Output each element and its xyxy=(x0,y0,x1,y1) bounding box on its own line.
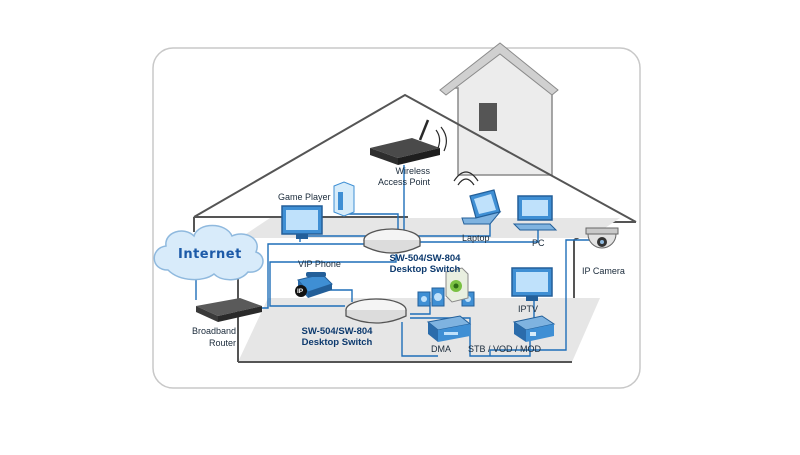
wireless-access-point-icon xyxy=(370,119,447,165)
laptop-icon xyxy=(453,171,502,225)
wireless-ap-label-line2: Access Point xyxy=(377,177,430,187)
pc-label: PC xyxy=(532,238,545,248)
game-player-icon xyxy=(333,181,355,217)
vip-phone-label: VIP Phone xyxy=(298,259,341,269)
ip-camera-icon xyxy=(585,227,619,249)
pc-icon xyxy=(512,195,558,231)
broadband-router-icon xyxy=(196,298,262,322)
ip-camera-label: IP Camera xyxy=(582,266,625,276)
broadband-router-label-line1: Broadband xyxy=(191,326,236,336)
internet-label: Internet xyxy=(178,247,242,262)
stb-device-icon xyxy=(512,315,556,342)
dma-label: DMA xyxy=(431,344,451,354)
iptv-icon xyxy=(511,267,553,301)
bottom-switch-icon xyxy=(345,298,407,324)
upper-floor xyxy=(240,218,620,238)
bottom-switch-label-line1: SW-504/SW-804 xyxy=(301,326,373,337)
iptv-label: IPTV xyxy=(518,304,539,314)
top-switch-icon xyxy=(363,228,421,254)
dma-device-icon xyxy=(426,315,472,342)
game-player-label: Game Player xyxy=(278,192,331,202)
phone-ip-badge: IP xyxy=(297,288,304,295)
media-player-icon xyxy=(445,267,469,303)
vip-phone-icon xyxy=(295,272,333,298)
top-switch-label-line2: Desktop Switch xyxy=(389,264,461,275)
game-tv-icon xyxy=(281,205,323,239)
laptop-label: Laptop xyxy=(462,233,490,243)
internet-cloud-icon xyxy=(153,224,264,281)
wireless-ap-label-line1: Wireless xyxy=(395,166,430,176)
lower-floor xyxy=(238,298,600,362)
bottom-switch-label-line2: Desktop Switch xyxy=(301,337,373,348)
broadband-router-label-line2: Router xyxy=(208,338,236,348)
stb-label: STB / VOD / MOD xyxy=(468,344,542,354)
top-switch-label-line1: SW-504/SW-804 xyxy=(389,253,461,264)
